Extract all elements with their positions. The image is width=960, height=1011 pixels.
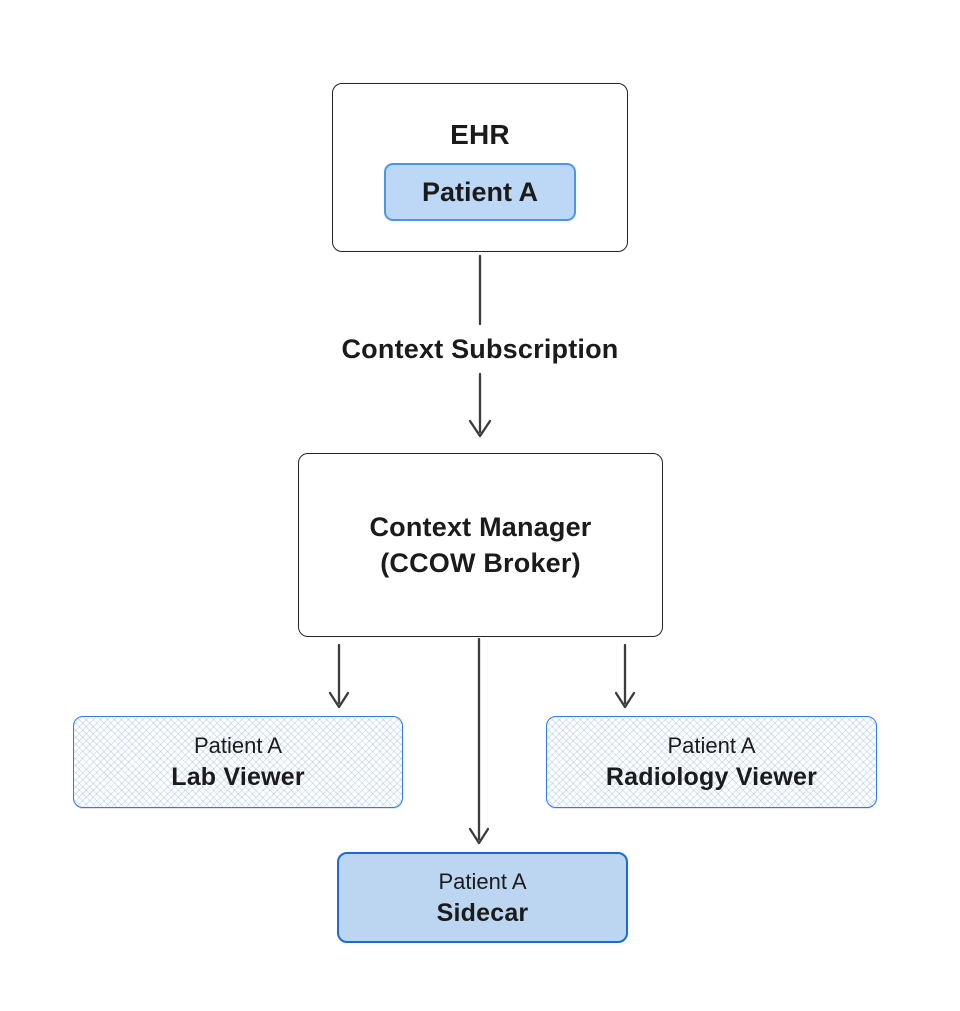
ehr-title: EHR <box>450 119 510 150</box>
arrow-context-manager-to-lab-viewer <box>328 643 350 709</box>
ehr-node: EHR Patient A <box>332 83 628 252</box>
context-manager-title: Context Manager <box>369 512 592 542</box>
arrow-context-manager-to-radiology-viewer <box>614 643 636 709</box>
lab-viewer-patient: Patient A <box>193 733 283 758</box>
patient-chip-label: Patient A <box>421 176 538 207</box>
lab-viewer-name: Lab Viewer <box>171 763 305 791</box>
radiology-viewer-patient: Patient A <box>667 733 756 758</box>
arrow-context-manager-to-sidecar <box>468 637 490 845</box>
sidecar-patient: Patient A <box>438 868 527 894</box>
context-manager-subtitle: (CCOW Broker) <box>380 548 581 578</box>
sidecar-name: Sidecar <box>436 898 529 927</box>
radiology-viewer-name: Radiology Viewer <box>605 763 818 791</box>
context-subscription-label: Context Subscription <box>341 334 619 364</box>
sidecar-node: Patient A Sidecar <box>337 852 628 943</box>
lab-viewer-node: Patient A Lab Viewer <box>73 716 403 808</box>
context-manager-node: Context Manager (CCOW Broker) <box>298 453 663 637</box>
patient-context-chip: Patient A <box>384 163 576 221</box>
arrow-label-to-context-manager <box>468 372 492 438</box>
radiology-viewer-node: Patient A Radiology Viewer <box>546 716 877 808</box>
